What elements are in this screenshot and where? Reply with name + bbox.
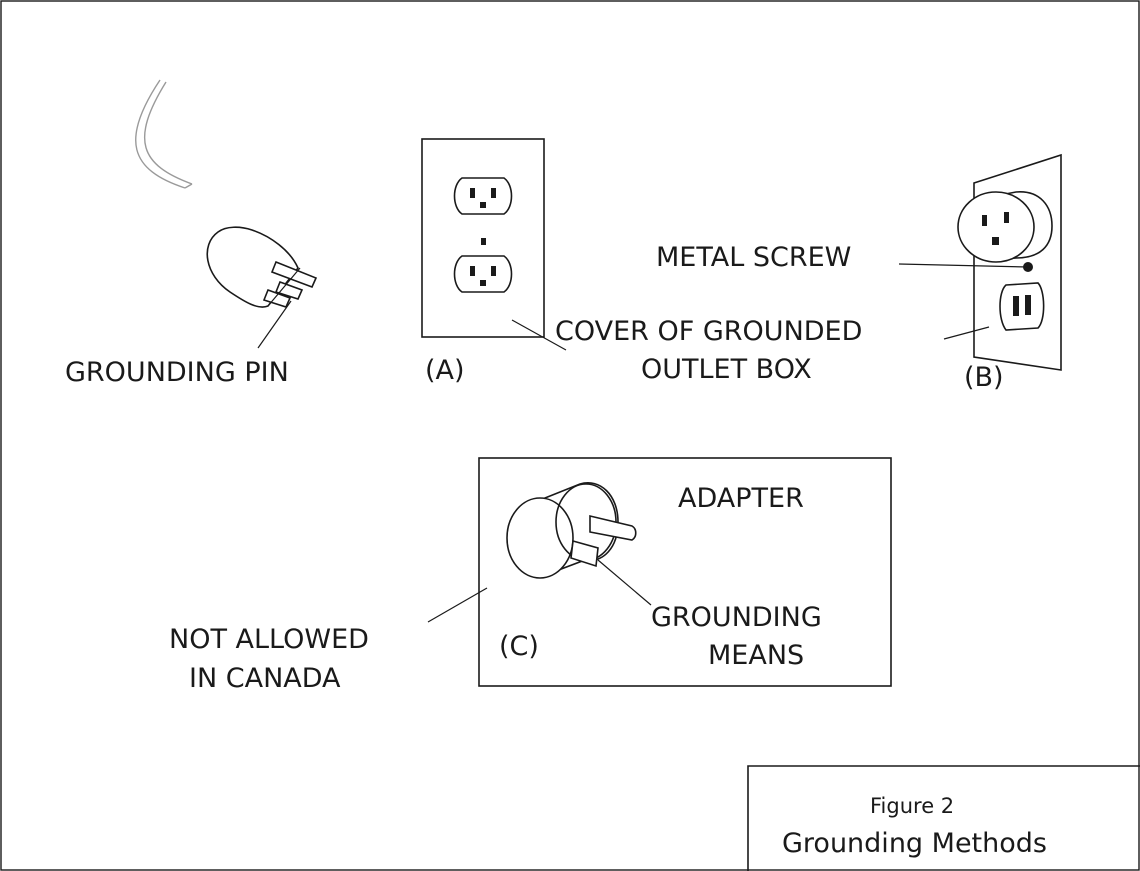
- grounding-pin-label: GROUNDING PIN: [65, 357, 289, 388]
- figure-title: Grounding Methods: [782, 828, 1047, 859]
- figure-caption-box: [747, 765, 1140, 871]
- not-allowed-leader: [427, 587, 488, 623]
- adapter-c-label: (C): [499, 631, 539, 662]
- duplex-outlet-icon: [421, 138, 545, 338]
- cover-label-line2: OUTLET BOX: [641, 354, 812, 385]
- outlet-b-leader: [943, 326, 990, 340]
- cover-label-line1: COVER OF GROUNDED: [555, 316, 862, 347]
- adapter-label: ADAPTER: [678, 483, 804, 514]
- metal-screw-leader: [898, 263, 1029, 268]
- grounding-means-line2: MEANS: [708, 640, 804, 671]
- figure-number: Figure 2: [870, 794, 954, 818]
- not-allowed-line1: NOT ALLOWED: [169, 624, 369, 655]
- three-prong-plug-icon: [206, 226, 318, 308]
- adapter-plug-icon: [506, 482, 637, 579]
- cover-leader: [511, 319, 567, 351]
- adapter-box: [478, 457, 892, 687]
- metal-screw-label: METAL SCREW: [656, 242, 851, 273]
- not-allowed-line2: IN CANADA: [189, 663, 341, 694]
- outlet-b-label: (B): [964, 362, 1004, 393]
- outlet-a-label: (A): [425, 355, 465, 386]
- grounding-pin-leader: [257, 300, 292, 349]
- wall-outlet-icon: [957, 153, 1062, 371]
- grounding-means-leader: [597, 559, 652, 606]
- power-cord-icon: [135, 79, 193, 189]
- grounding-means-line1: GROUNDING: [651, 602, 822, 633]
